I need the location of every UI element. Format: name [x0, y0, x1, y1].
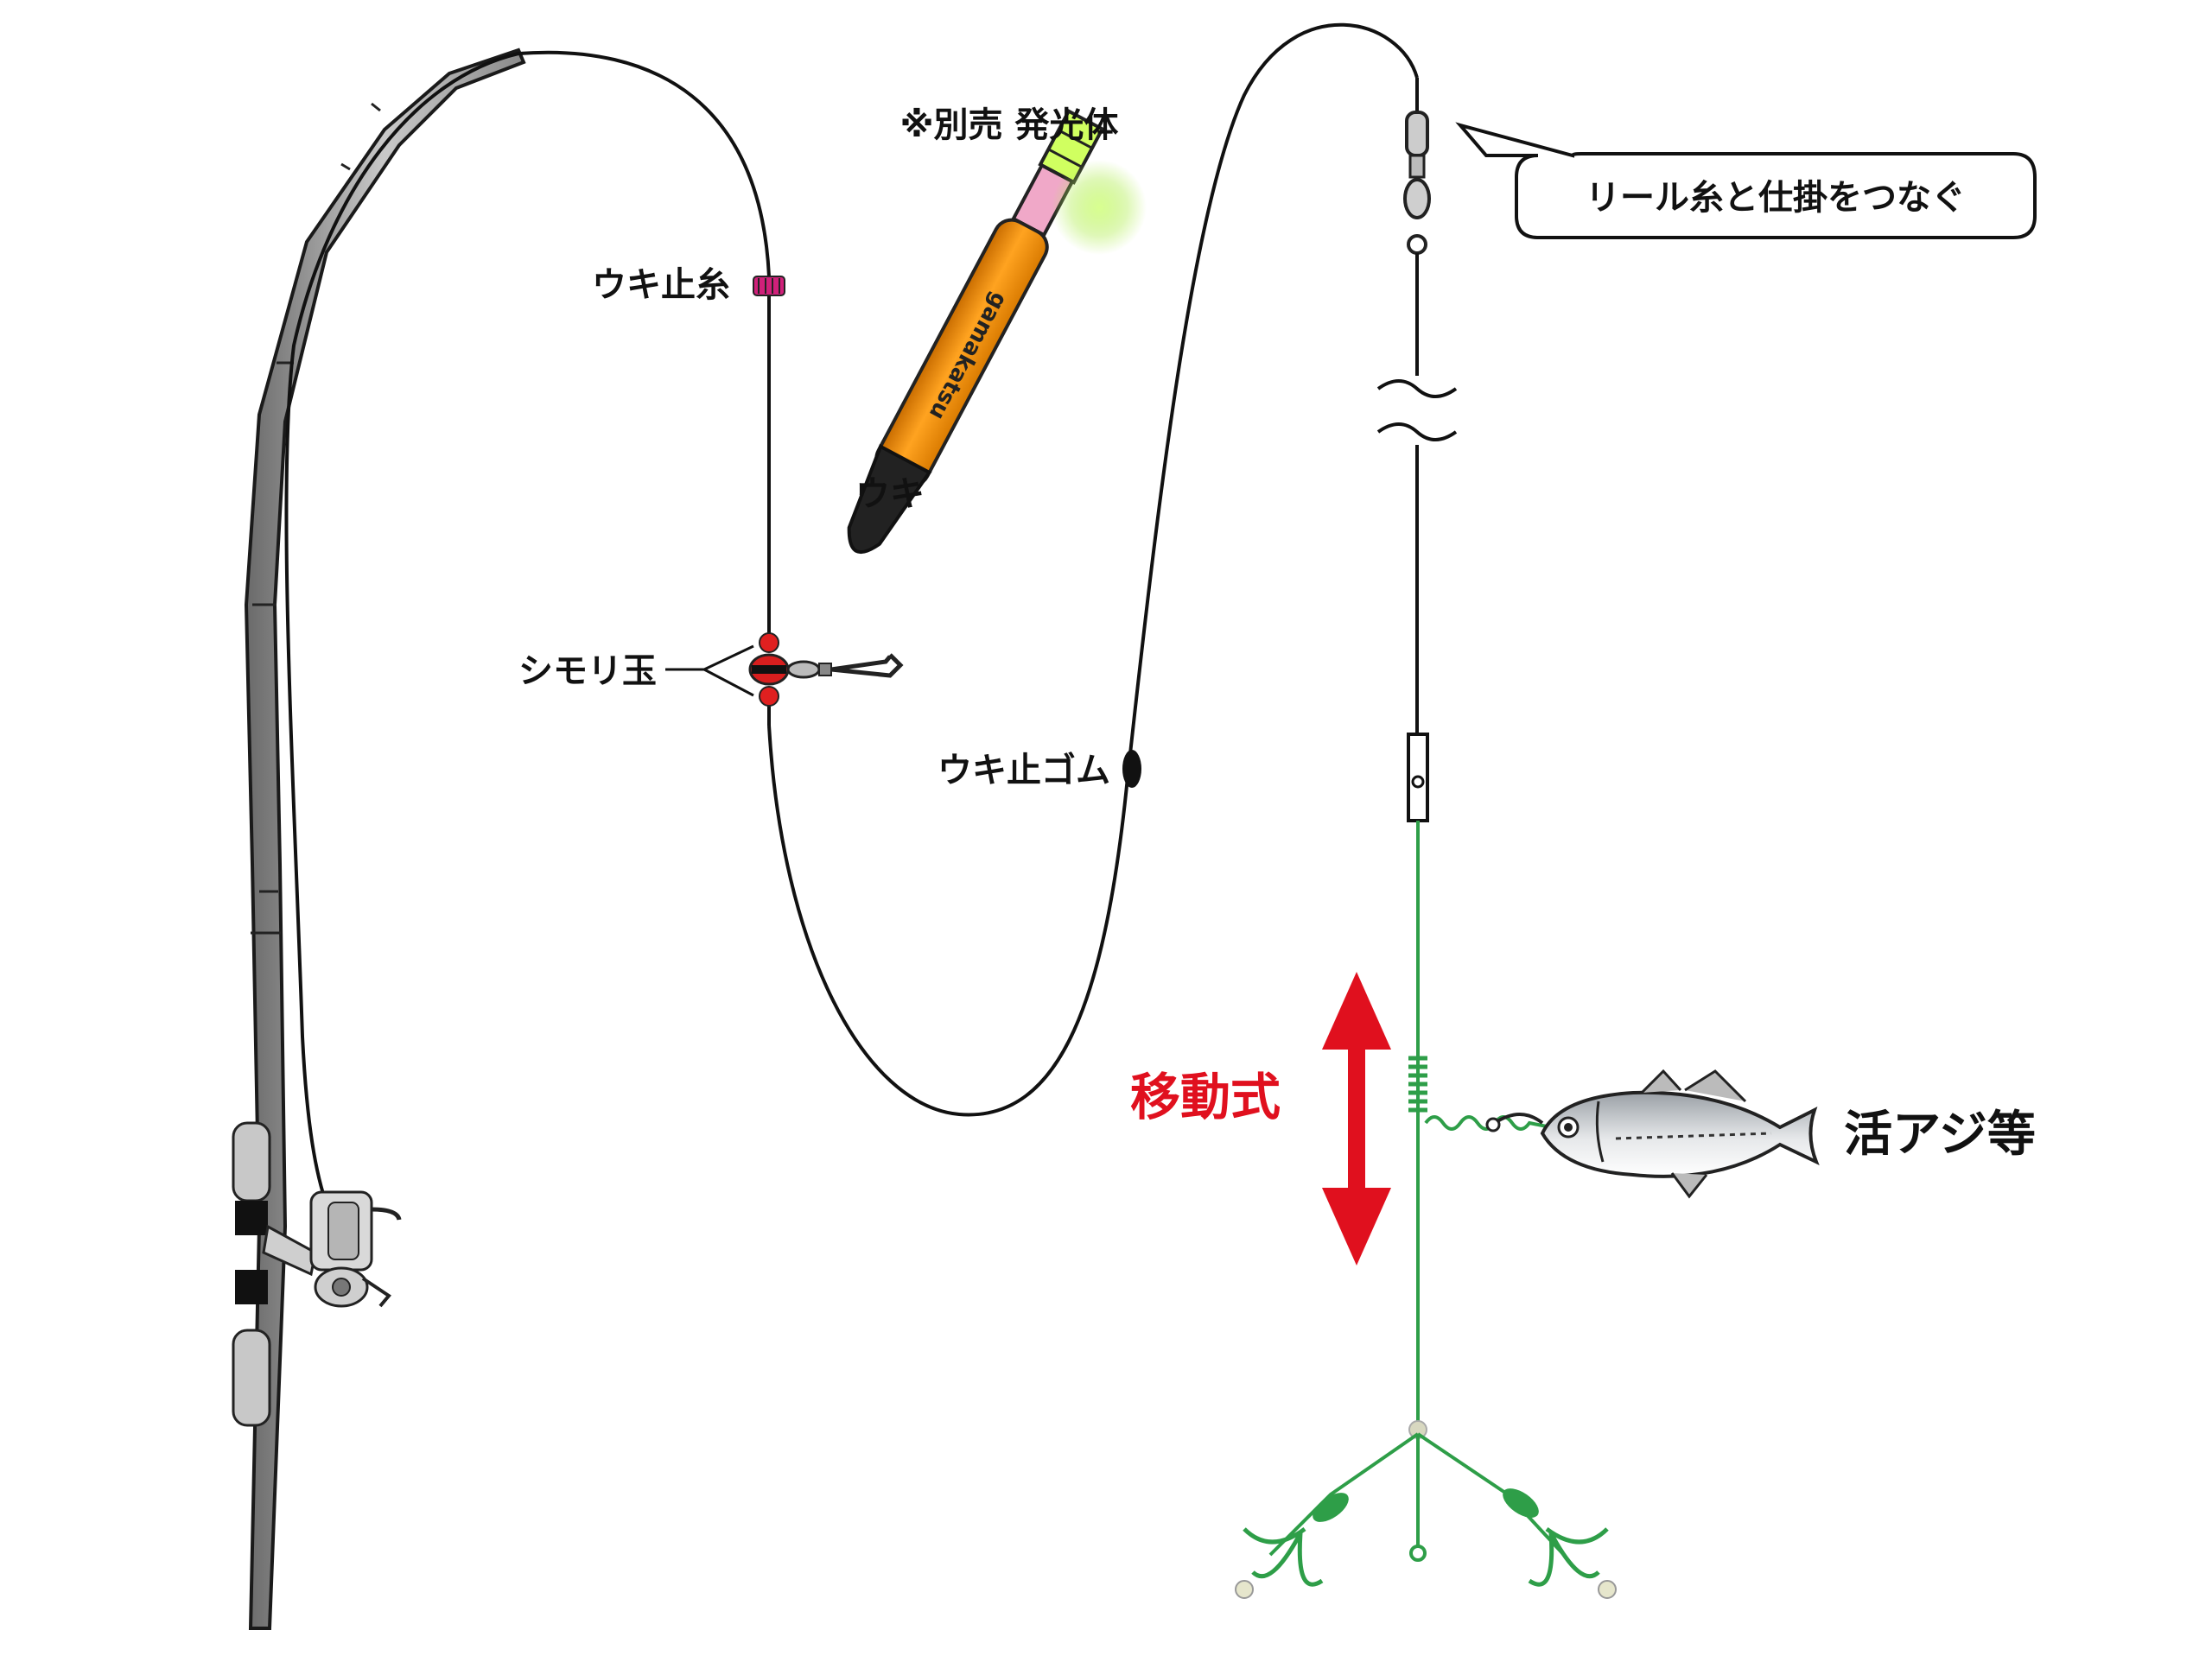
float-stop-rubber-label: ウキ止ゴム: [938, 751, 1110, 790]
left-treble-hook: [1235, 1493, 1349, 1599]
leader-line: [1268, 253, 1566, 1562]
right-treble-hook: [1503, 1488, 1617, 1599]
callout-bubble: [1455, 122, 2037, 239]
live-bait-label: 活アジ等: [1844, 1107, 2036, 1163]
snap-swivel: [1403, 78, 1431, 255]
float-stop-rubber: [1122, 750, 1141, 788]
glow-stick-halo: [1052, 160, 1147, 255]
movable-label: 移動式: [1130, 1068, 1281, 1126]
glow-note-label: ※別売 発光体: [900, 105, 1119, 145]
shimori-pointer: [665, 644, 754, 697]
shimori-bead-set: [748, 632, 904, 707]
shimori-bead-label: シモリ玉: [518, 651, 657, 691]
float-stop-thread-label: ウキ止糸: [592, 265, 730, 305]
float-stop-thread: [753, 276, 785, 296]
float-label: ウキ: [855, 474, 925, 514]
callout-text: リール糸と仕掛をつなぐ: [1586, 178, 1966, 218]
live-bait-fish: [1485, 1069, 1820, 1199]
movable-arrow: [1322, 972, 1391, 1266]
fishing-rod: [232, 48, 526, 1630]
spinning-reel: [262, 1190, 402, 1308]
main-line: [518, 22, 1419, 1117]
